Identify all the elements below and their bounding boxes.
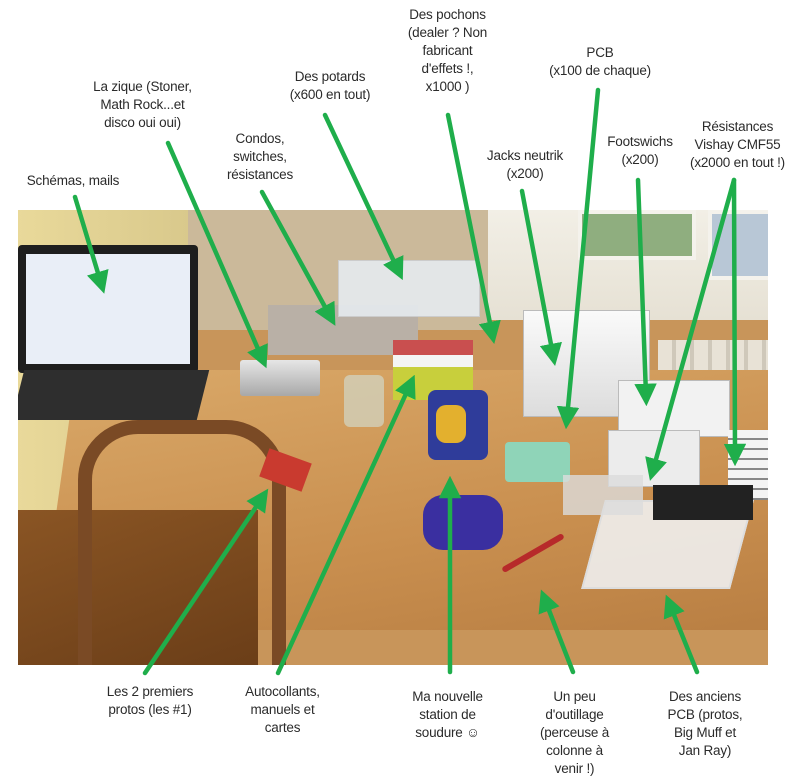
black-box [653, 485, 753, 520]
iron-holder [423, 495, 503, 550]
speaker [240, 360, 320, 396]
window-pane-1 [578, 210, 696, 260]
station-display [436, 405, 466, 443]
label-zique: La zique (Stoner, Math Rock...et disco o… [93, 79, 192, 130]
laptop-display [26, 254, 190, 364]
chair-back [78, 420, 286, 665]
label-vishay: Résistances Vishay CMF55 (x2000 en tout … [690, 119, 785, 170]
footswitch-box [618, 380, 730, 437]
label-station: Ma nouvelle station de soudure ☺ [412, 689, 483, 740]
jar [344, 375, 384, 427]
label-protos: Les 2 premiers protos (les #1) [106, 684, 194, 717]
label-pcb: PCB (x100 de chaque) [549, 45, 651, 78]
pedal [505, 442, 570, 482]
window-pane-2 [708, 210, 768, 280]
label-pochons: Des pochons (dealer ? Non fabricant d'ef… [407, 7, 488, 94]
label-footswitchs: Footswichs (x200) [607, 134, 673, 167]
label-anciens-pcb: Des anciens PCB (protos, Big Muff et Jan… [667, 689, 743, 758]
laptop-keyboard [18, 370, 210, 420]
red-tray [563, 475, 643, 515]
label-jacks: Jacks neutrik (x200) [486, 148, 564, 181]
label-autocollants: Autocollants, manuels et cartes [245, 684, 320, 735]
plastic-box [338, 260, 480, 317]
label-potards: Des potards (x600 en tout) [289, 69, 371, 102]
label-outillage: Un peu d'outillage (perceuse à colonne à… [539, 689, 610, 776]
label-condos: Condos, switches, résistances [226, 131, 294, 182]
label-schemas: Schémas, mails [26, 173, 120, 188]
workbench-photo [18, 210, 768, 665]
